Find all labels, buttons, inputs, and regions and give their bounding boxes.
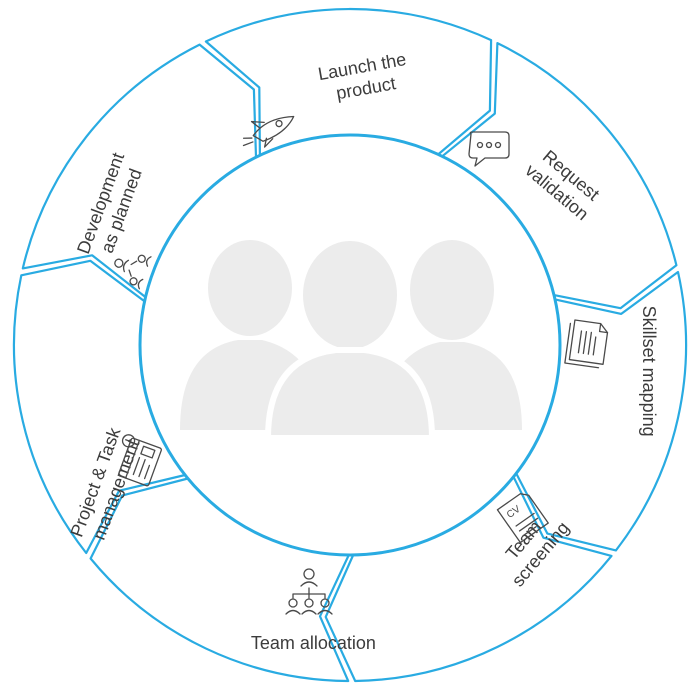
rocket-icon (242, 115, 295, 148)
label-line: Team allocation (251, 633, 376, 653)
label-allocation: Team allocation (251, 633, 376, 653)
inner-ring (138, 133, 562, 557)
label-skillset: Skillset mapping (639, 306, 659, 437)
cv-document-icon: CV (496, 493, 549, 544)
document-icon (564, 319, 609, 369)
segment-skillset (515, 270, 688, 552)
team-people-icon (180, 235, 522, 441)
org-chart-icon (285, 568, 333, 615)
label-line: Skillset mapping (639, 306, 659, 437)
chat-bubble-icon (468, 131, 510, 167)
task-board-icon (118, 434, 162, 487)
workflow-icon (114, 254, 152, 290)
label-launch: Launch theproduct (316, 49, 411, 106)
